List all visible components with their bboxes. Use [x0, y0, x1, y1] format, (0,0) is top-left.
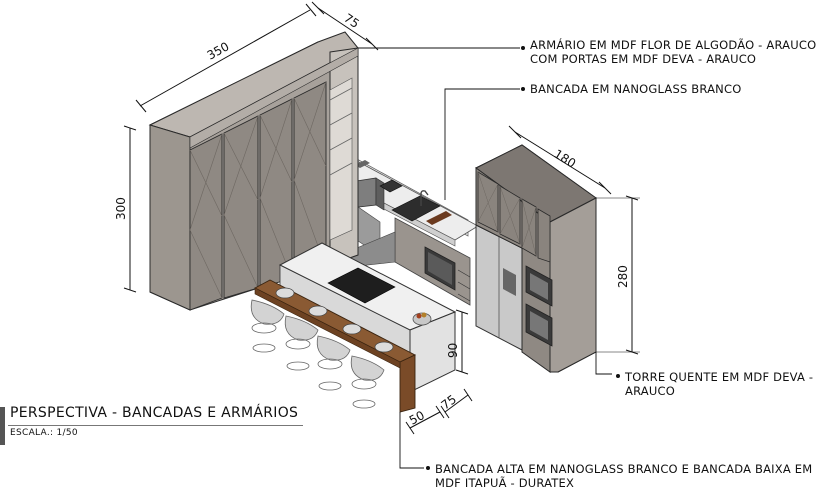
dimension-lines [123, 1, 640, 435]
dim-cabinet-depth: 75 [341, 11, 361, 31]
annotation-countertop-line1: BANCADA EM NANOGLASS BRANCO [530, 82, 742, 96]
title-divider [8, 425, 303, 426]
annotation-tower-line1: TORRE QUENTE EM MDF DEVA - [625, 370, 814, 384]
annotation-tower-line2: ARAUCO [625, 384, 675, 398]
dim-counter-height: 90 [446, 343, 460, 358]
drawing-title: PERSPECTIVA - BANCADAS E ARMÁRIOS [10, 405, 299, 421]
dim-bar-depth: 50 [407, 408, 427, 428]
sink [391, 195, 441, 222]
cooktop [327, 267, 396, 304]
annotation-cabinet: ARMÁRIO EM MDF FLOR DE ALGODÃO - ARAUCO … [530, 38, 816, 66]
annotation-cabinet-line2: COM PORTAS EM MDF DEVA - ARAUCO [530, 52, 757, 66]
dim-cabinet-width: 350 [205, 39, 232, 62]
title-marker [0, 407, 5, 445]
cabinet-doors [189, 81, 327, 311]
faucet [420, 190, 429, 206]
dim-cabinet-height: 300 [114, 197, 128, 220]
annotation-tower: TORRE QUENTE EM MDF DEVA - ARAUCO [625, 370, 813, 398]
island [250, 242, 457, 413]
bar-stools [250, 299, 385, 409]
drawing-scale: ESCALA.: 1/50 [10, 428, 78, 438]
annotation-countertop: BANCADA EM NANOGLASS BRANCO [530, 82, 741, 96]
annotation-cabinet-line1: ARMÁRIO EM MDF FLOR DE ALGODÃO - ARAUCO [530, 38, 817, 52]
annotation-island-line1: BANCADA ALTA EM NANOGLASS BRANCO E BANCA… [435, 462, 813, 476]
tall-cabinet [148, 31, 359, 311]
annotation-island: BANCADA ALTA EM NANOGLASS BRANCO E BANCA… [435, 462, 812, 490]
dim-counter-depth: 75 [439, 392, 460, 412]
annotation-island-line2: MDF ITAPUÃ - DURATEX [435, 476, 575, 490]
leader-lines [358, 46, 620, 470]
tower-cabinet [475, 144, 597, 373]
dim-tower-height: 280 [616, 265, 630, 288]
dim-tower-width: 180 [551, 147, 578, 171]
